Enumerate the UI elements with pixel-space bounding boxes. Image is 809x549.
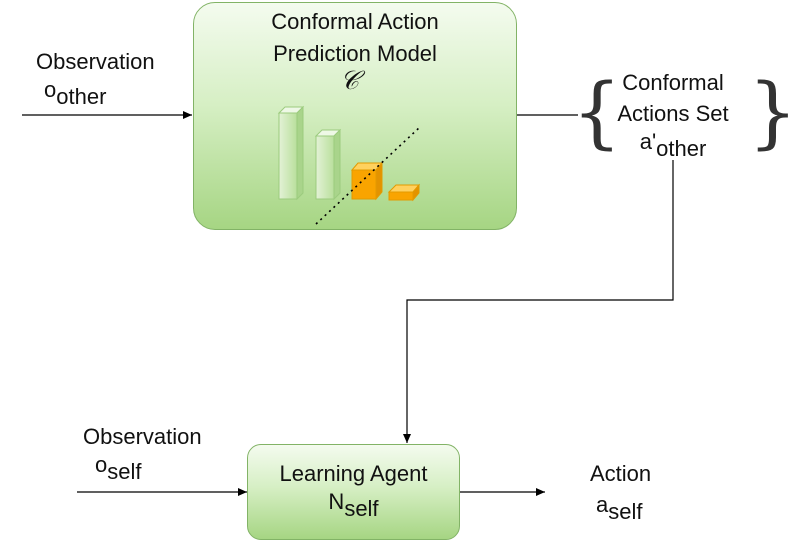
model-title-line2: Prediction Model <box>273 41 437 66</box>
model-title-line1: Conformal Action <box>271 9 439 34</box>
observation-other-label: Observation <box>36 49 155 74</box>
conformal-set-line1: Conformal <box>622 70 724 95</box>
action-symbol: aself <box>596 492 643 524</box>
observation-self-label: Observation <box>83 424 202 449</box>
observation-self-symbol: oself <box>95 452 142 484</box>
conformal-set-symbol: a'other <box>639 129 707 161</box>
right-brace: } <box>748 68 798 158</box>
model-symbol: 𝒞 <box>340 66 359 96</box>
action-label: Action <box>590 461 652 486</box>
left-brace: { <box>572 68 622 158</box>
agent-symbol: Nself <box>328 489 379 521</box>
observation-other-symbol: oother <box>44 77 107 109</box>
conformal-set-line2: Actions Set <box>617 101 729 126</box>
prediction-bars-icon <box>277 105 421 225</box>
arrow-set-to-agent <box>403 160 674 443</box>
learning-agent-box <box>247 444 460 540</box>
agent-title: Learning Agent <box>279 461 428 486</box>
